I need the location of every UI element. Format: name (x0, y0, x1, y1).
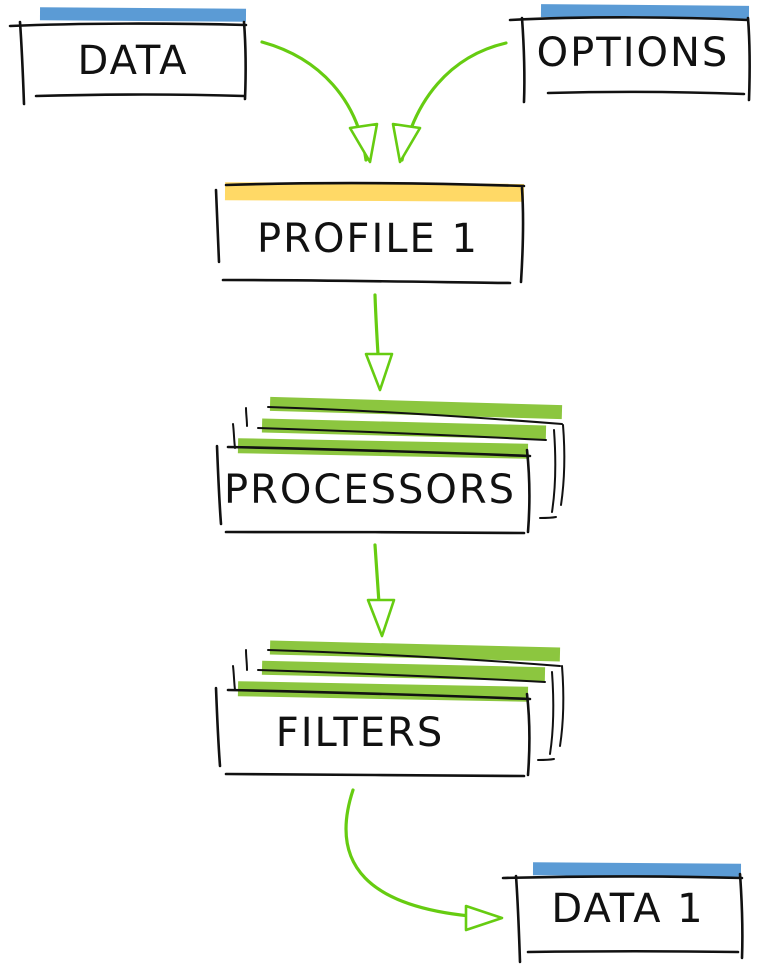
processors-back-top-edge (267, 406, 563, 425)
data-output-accent (532, 862, 742, 877)
node-data-input[interactable]: DATA (8, 7, 248, 106)
arrow-options-to-profile-head (391, 122, 422, 164)
node-profile[interactable]: PROFILE 1 (214, 181, 526, 285)
arrows (260, 40, 508, 932)
profile-top-edge (224, 181, 526, 188)
data-output-left-edge (514, 874, 522, 964)
data-input-right-edge (242, 20, 247, 101)
filters-back-left-edge (245, 649, 248, 671)
filters-mid-right-edge (549, 671, 555, 755)
filters-back-right-edge (559, 665, 565, 747)
filters-front-right-edge (525, 692, 531, 777)
filters-mid-bottom-tick (537, 758, 555, 761)
profile-right-edge (519, 186, 525, 284)
arrow-options-to-profile (400, 41, 508, 162)
node-processors[interactable]: PROCESSORS (215, 396, 566, 535)
data-input-accent (39, 7, 247, 22)
data-input-top-edge (8, 22, 248, 28)
data-input-bottom-edge (34, 93, 246, 98)
options-left-edge (520, 16, 526, 104)
node-filters[interactable]: FILTERS (214, 640, 565, 778)
options-bottom-edge (546, 90, 746, 96)
options-label: OPTIONS (537, 30, 730, 76)
processors-back-right-edge (560, 424, 566, 506)
filters-front-top-edge (226, 688, 532, 701)
processors-mid-accent (261, 418, 547, 440)
arrow-profile-to-processors-head (364, 352, 394, 392)
profile-label: PROFILE 1 (257, 216, 479, 262)
processors-mid-left-edge (232, 423, 236, 449)
processors-front-right-edge (525, 448, 531, 534)
processors-front-top-edge (226, 445, 532, 458)
data-input-left-edge (18, 20, 26, 106)
processors-back-left-edge (245, 407, 248, 427)
options-top-edge (508, 16, 750, 22)
node-options[interactable]: OPTIONS (508, 4, 751, 104)
processors-front-left-edge (215, 444, 223, 526)
filters-back-accent (269, 640, 561, 662)
filters-mid-top-edge (257, 669, 546, 683)
profile-bottom-edge (221, 278, 512, 285)
data-output-right-edge (738, 872, 744, 960)
arrow-filters-to-data-output (344, 788, 500, 920)
data-output-bottom-edge (526, 949, 740, 954)
data-output-top-edge (501, 875, 744, 880)
processors-mid-bottom-tick (539, 516, 557, 519)
processors-back-accent (269, 396, 563, 420)
filters-mid-accent (261, 660, 546, 682)
data-output-label: DATA 1 (551, 886, 704, 932)
options-right-edge (746, 16, 751, 102)
filters-front-bottom-edge (224, 772, 526, 778)
processors-front-bottom-edge (224, 530, 526, 535)
processors-mid-top-edge (257, 427, 547, 441)
filters-back-top-edge (267, 649, 561, 667)
filters-label: FILTERS (276, 710, 444, 756)
profile-left-edge (214, 188, 221, 264)
filters-mid-left-edge (232, 665, 236, 691)
arrow-processors-to-filters-head (366, 598, 396, 638)
arrow-data-to-profile-head (348, 122, 379, 164)
processors-label: PROCESSORS (224, 467, 516, 513)
filters-front-left-edge (214, 686, 222, 768)
arrow-data-to-profile (260, 40, 368, 162)
processors-mid-right-edge (551, 429, 557, 513)
data-input-label: DATA (77, 38, 188, 84)
node-data-output[interactable]: DATA 1 (501, 862, 744, 964)
options-accent (540, 4, 750, 19)
arrow-filters-to-data-output-head (464, 904, 504, 932)
profile-accent (224, 182, 525, 202)
